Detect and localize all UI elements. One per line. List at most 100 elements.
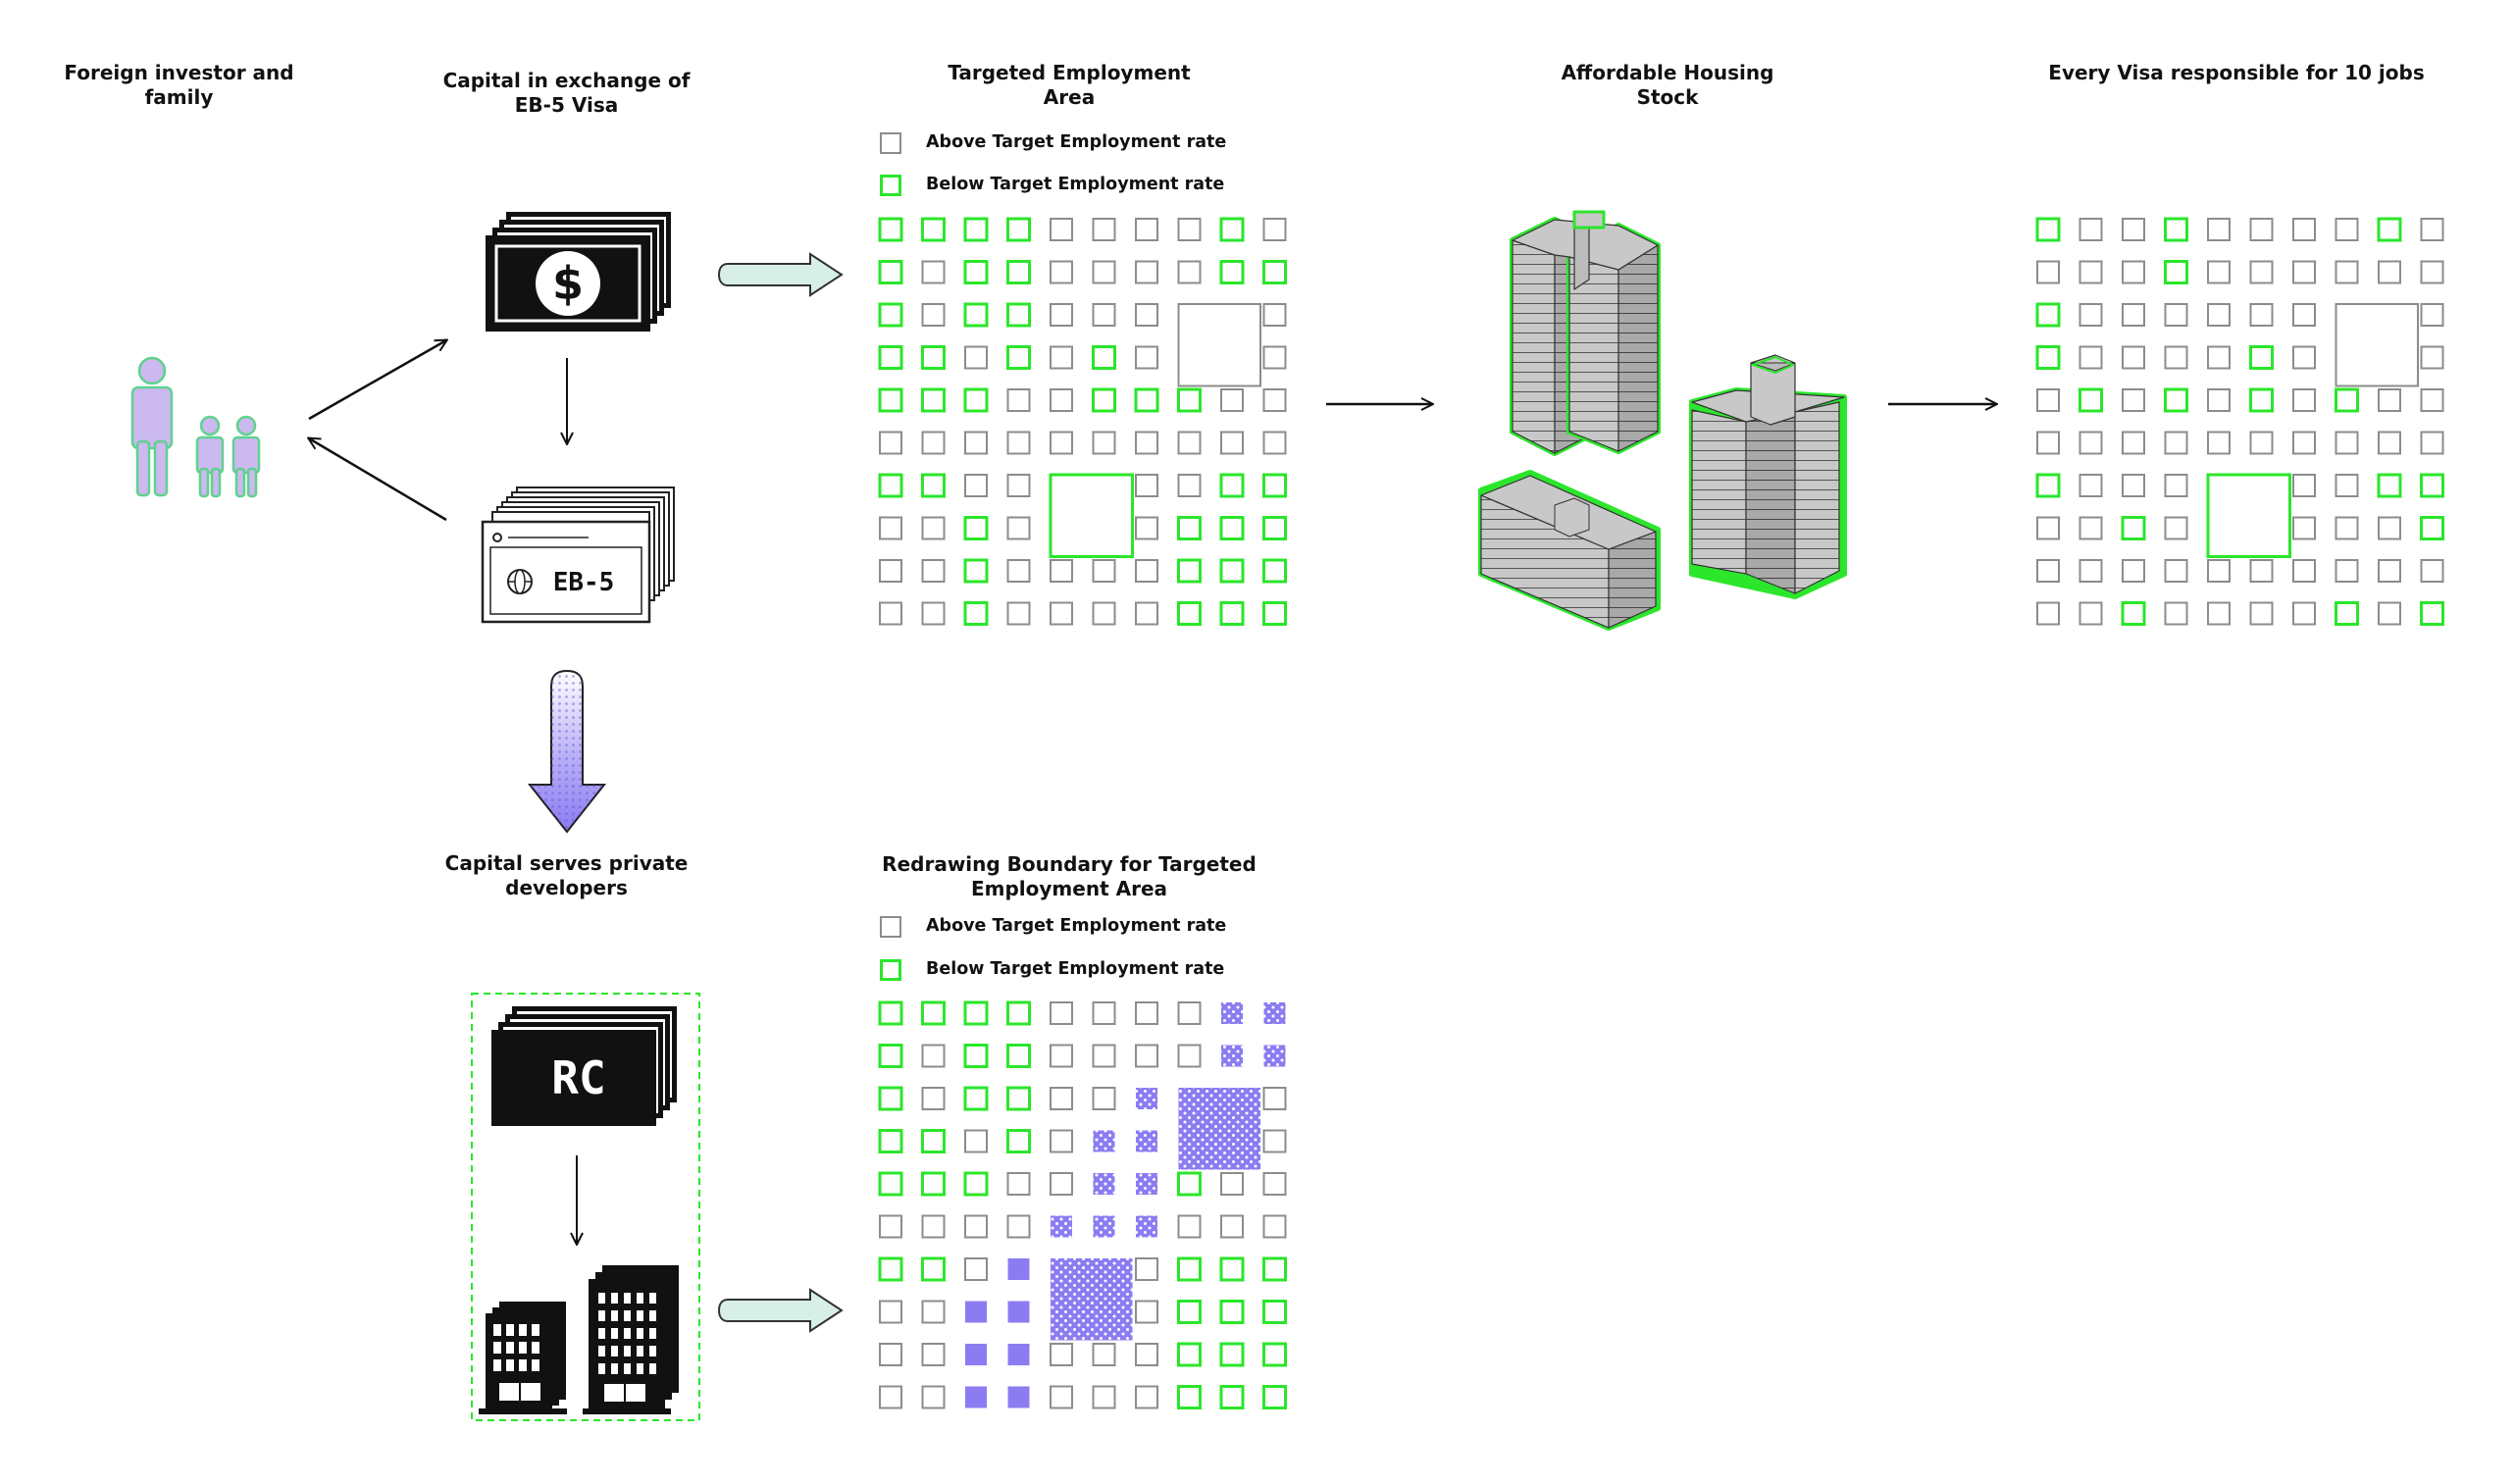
grid-cell-above (2292, 516, 2316, 540)
grid-cell-below (1219, 1385, 1245, 1409)
grid-cell-above (964, 1129, 988, 1153)
tower-a (1510, 210, 1661, 456)
building-window (611, 1346, 618, 1356)
grid-cell-above (2378, 601, 2401, 626)
grid-cell-above (2335, 559, 2359, 583)
grid-cell-above (1050, 601, 1073, 626)
grid-cell-below (1177, 1171, 1202, 1197)
legend-label-below: Below Target Employment rate (926, 175, 1225, 194)
block-arrow-to-grid (717, 252, 844, 297)
grid-cell-above (1092, 260, 1116, 284)
building-window (624, 1310, 631, 1321)
grid-cell-above (1050, 1087, 1073, 1110)
grid-cell-below (2121, 516, 2146, 540)
grid-cell-below (878, 217, 903, 242)
grid-cell-above (1050, 559, 1073, 583)
grid-cell-above (2036, 559, 2060, 583)
every-visa-grid (2035, 217, 2444, 626)
grid-cell-below (1219, 1342, 1245, 1367)
grid-cell-below (921, 1000, 946, 1026)
grid-cell-above (2378, 260, 2401, 284)
tower-c (1478, 470, 1661, 631)
grid-cell-below (1177, 387, 1202, 413)
grid-cell-below (1006, 345, 1031, 370)
grid-cell-above (2292, 345, 2316, 370)
grid-cell-below (921, 345, 946, 370)
developer-container (471, 993, 700, 1421)
grid-cell-below (1219, 601, 1245, 626)
grid-cell-below (1262, 473, 1287, 498)
title-targeted-area: Targeted Employment Area (922, 61, 1216, 110)
title-every-visa: Every Visa responsible for 10 jobs (2040, 61, 2433, 85)
grid-cell-below (1262, 1256, 1287, 1282)
grid-cell-redrawn-solid (1007, 1258, 1030, 1280)
grid-cell-above (1092, 218, 1116, 241)
grid-cell-above (2164, 345, 2188, 370)
grid-cell-below (921, 217, 946, 242)
grid-cell-above (879, 1343, 902, 1366)
building-window (532, 1324, 539, 1336)
grid-cell-above (1006, 431, 1031, 455)
regional-center-card-stack-icon: RC (491, 1006, 677, 1126)
grid-cell-above (964, 345, 988, 370)
building-window (611, 1363, 618, 1374)
grid-cell-below (1262, 1342, 1287, 1367)
grid-cell-below (2377, 217, 2402, 242)
title-capital-serves: Capital serves private developers (432, 851, 701, 900)
grid-cell-above (2122, 218, 2145, 241)
grid-cell-above (2207, 260, 2231, 284)
grid-cell-above (1135, 1001, 1158, 1025)
grid-cell-below (963, 260, 989, 284)
grid-cell-below (1262, 516, 1287, 540)
grid-cell-below (1006, 1129, 1031, 1153)
grid-cell-above (1262, 431, 1287, 455)
grid-cell-below (878, 387, 903, 413)
grid-cell-below (921, 1129, 946, 1153)
grid-cell-below (1219, 217, 1245, 242)
grid-cell-redrawn-solid (1007, 1301, 1030, 1323)
grid-cell-above (2122, 345, 2145, 370)
grid-cell-below (2335, 387, 2359, 413)
grid-cell-above (2292, 559, 2316, 583)
grid-cell-above (1050, 345, 1073, 370)
grid-cell-above (2164, 474, 2188, 497)
grid-cell-above (1050, 1343, 1073, 1366)
building-window (637, 1310, 643, 1321)
grid-cell-below (1262, 260, 1287, 284)
grid-cell-above (1092, 1087, 1116, 1110)
legend-label-above: Above Target Employment rate (926, 132, 1227, 152)
grid-cell-above (921, 260, 946, 284)
grid-cell-below (2249, 345, 2274, 370)
grid-cell-redrawn (1221, 1045, 1243, 1067)
grid-cell-redrawn (1263, 1045, 1286, 1067)
grid-cell-below (1219, 1256, 1245, 1282)
title-line: Stock (1636, 85, 1699, 109)
building-window (611, 1328, 618, 1339)
grid-cell-below (878, 260, 903, 284)
grid-cell-redrawn (1221, 1002, 1243, 1024)
title-line: family (144, 85, 214, 109)
title-redrawing: Redrawing Boundary for Targeted Employme… (873, 852, 1265, 901)
grid-cell-above (1220, 431, 1244, 455)
legend-swatch-above (880, 916, 901, 938)
grid-cell-above (1050, 1385, 1073, 1409)
grid-cell-below (1177, 1300, 1202, 1324)
title-line: Area (1043, 85, 1096, 109)
grid-cell-above (1050, 303, 1073, 327)
building-window (598, 1310, 605, 1321)
grid-cell-redrawn (1093, 1215, 1115, 1238)
grid-cell-redrawn (1136, 1088, 1157, 1109)
grid-cell-above (879, 431, 902, 455)
tower-b (1689, 354, 1847, 599)
grid-cell-above (2292, 218, 2316, 241)
grid-cell-above (1006, 474, 1031, 497)
grid-cell-redrawn (1051, 1215, 1072, 1238)
legend-label-above: Above Target Employment rate (926, 916, 1227, 936)
grid-cell-above (2420, 431, 2444, 455)
grid-cell-above (1220, 388, 1244, 412)
grid-merged-block (1049, 473, 1134, 558)
grid-cell-below (1177, 558, 1202, 584)
grid-cell-above (921, 303, 946, 327)
title-line: Foreign investor and (64, 61, 294, 84)
title-line: Targeted Employment (948, 61, 1191, 84)
